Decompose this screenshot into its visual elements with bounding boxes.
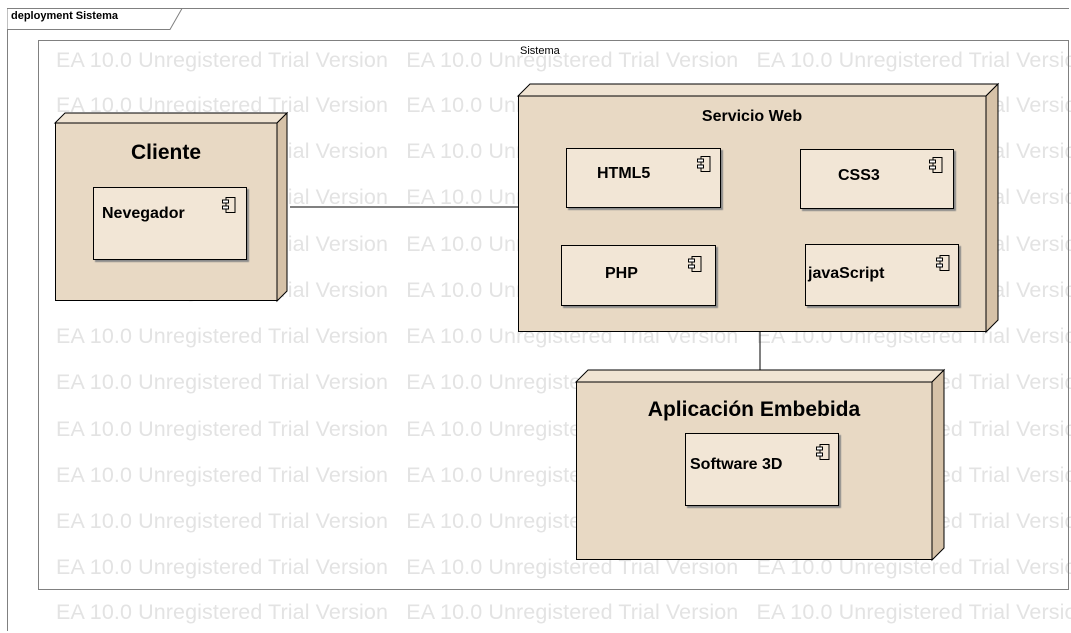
node-title-servicio-web: Servicio Web xyxy=(701,108,803,125)
component-icon xyxy=(816,444,830,460)
frame-tab xyxy=(7,8,183,30)
component-javascript[interactable]: javaScript xyxy=(805,244,959,306)
component-css3[interactable]: CSS3 xyxy=(800,149,954,209)
component-icon xyxy=(697,156,711,172)
component-icon xyxy=(688,256,702,272)
component-label: Nevegador xyxy=(102,205,185,222)
package-sistema xyxy=(38,40,1069,590)
component-icon xyxy=(936,255,950,271)
frame-title: deployment Sistema xyxy=(11,10,118,22)
component-label: CSS3 xyxy=(838,167,880,184)
component-icon xyxy=(929,157,943,173)
component-icon xyxy=(222,197,236,213)
node-title-cliente: Cliente xyxy=(130,141,201,164)
node-title-aplicacion: Aplicación Embebida xyxy=(647,398,861,421)
component-php[interactable]: PHP xyxy=(561,245,716,306)
component-html5[interactable]: HTML5 xyxy=(566,148,721,208)
diagram-frame xyxy=(7,8,1069,631)
component-software-3d[interactable]: Software 3D xyxy=(685,433,839,506)
component-label: javaScript xyxy=(808,265,885,282)
node-aplicacion-embebida[interactable]: Aplicación Embebida xyxy=(574,368,946,562)
component-label: Software 3D xyxy=(690,456,783,473)
component-label: HTML5 xyxy=(597,165,651,182)
component-nevegador[interactable]: Nevegador xyxy=(93,187,247,260)
component-label: PHP xyxy=(605,265,638,282)
package-label: Sistema xyxy=(520,45,560,57)
